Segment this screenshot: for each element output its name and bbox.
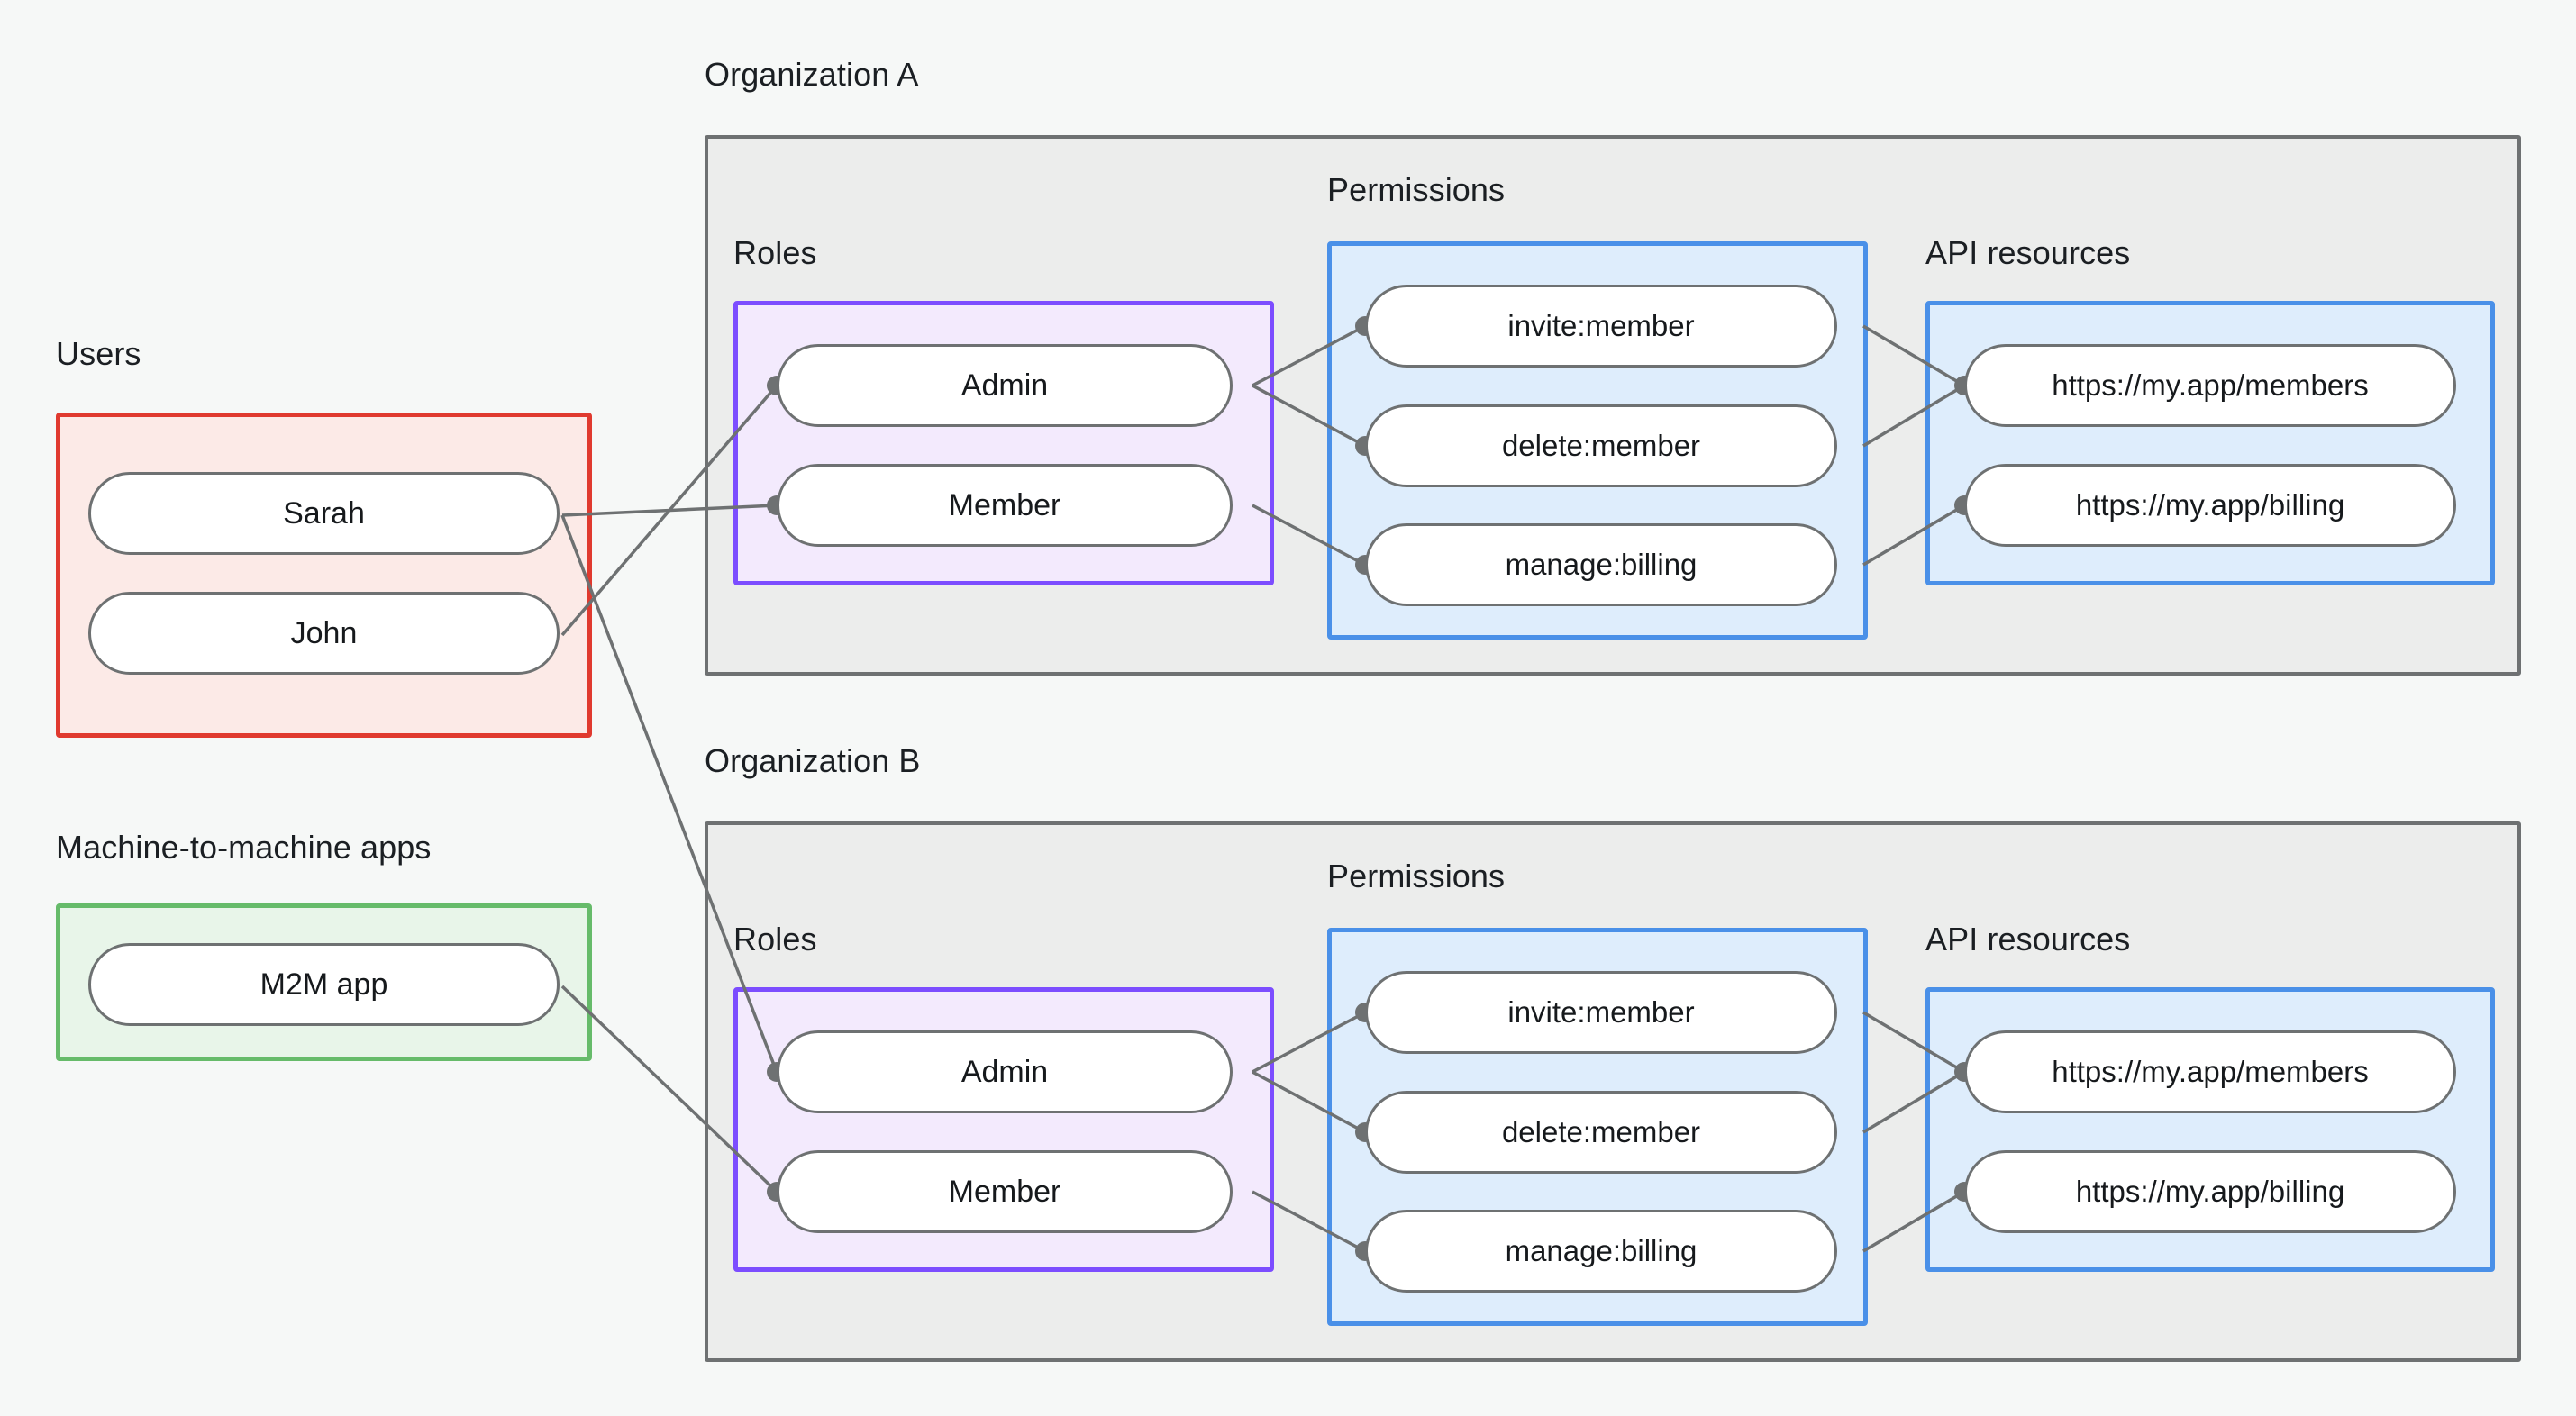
orgB-role-pill-member[interactable]: Member — [777, 1150, 1233, 1233]
orgB-api-resources-label: API resources — [1925, 921, 2131, 958]
orgA-permission-pill-manage-billing[interactable]: manage:billing — [1365, 523, 1837, 606]
users-container — [56, 413, 592, 738]
orgA-api-resources-label: API resources — [1925, 234, 2131, 271]
user-pill-sarah[interactable]: Sarah — [88, 472, 560, 555]
orgA-api-resource-pill-billing[interactable]: https://my.app/billing — [1964, 464, 2456, 547]
orgB-api-resource-pill-members[interactable]: https://my.app/members — [1964, 1030, 2456, 1113]
orgA-roles-label: Roles — [733, 234, 817, 271]
orgA-role-pill-member[interactable]: Member — [777, 464, 1233, 547]
m2m-pill-app[interactable]: M2M app — [88, 943, 560, 1026]
orgB-permissions-label: Permissions — [1327, 858, 1506, 894]
organization-a-label: Organization A — [705, 56, 919, 93]
orgA-api-resource-pill-members[interactable]: https://my.app/members — [1964, 344, 2456, 427]
orgB-roles-label: Roles — [733, 921, 817, 958]
user-pill-john[interactable]: John — [88, 592, 560, 675]
orgB-permission-pill-invite-member[interactable]: invite:member — [1365, 971, 1837, 1054]
orgA-permissions-label: Permissions — [1327, 171, 1506, 208]
orgB-permission-pill-delete-member[interactable]: delete:member — [1365, 1091, 1837, 1174]
orgB-role-pill-admin[interactable]: Admin — [777, 1030, 1233, 1113]
users-group-label: Users — [56, 335, 141, 372]
orgB-permission-pill-manage-billing[interactable]: manage:billing — [1365, 1210, 1837, 1293]
m2m-group-label: Machine-to-machine apps — [56, 829, 432, 866]
organization-b-label: Organization B — [705, 742, 921, 779]
orgA-permission-pill-invite-member[interactable]: invite:member — [1365, 285, 1837, 368]
orgA-permission-pill-delete-member[interactable]: delete:member — [1365, 404, 1837, 487]
orgB-api-resource-pill-billing[interactable]: https://my.app/billing — [1964, 1150, 2456, 1233]
orgA-role-pill-admin[interactable]: Admin — [777, 344, 1233, 427]
